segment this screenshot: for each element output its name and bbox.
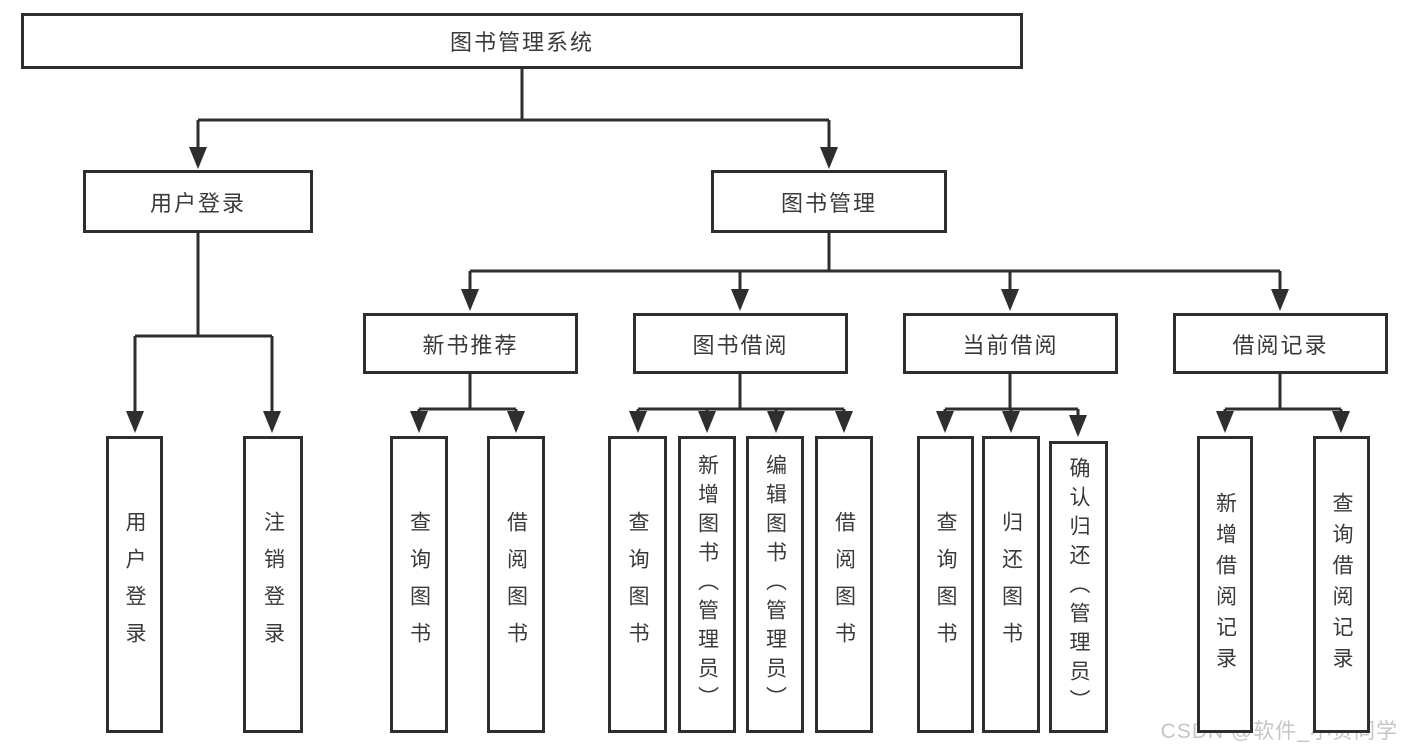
leaf-cu-return-books-label: 归还图书 (999, 510, 1023, 659)
leaf-rc-add-record-label: 新增借阅记录 (1213, 491, 1237, 678)
leaf-cu-return-books: 归还图书 (982, 436, 1040, 733)
leaf-rc-query-record-label: 查询借阅记录 (1330, 491, 1353, 678)
leaf-cu-confirm-return-admin: 确认归还（管理员） (1049, 441, 1108, 733)
leaf-user-login-label: 用户登录 (123, 510, 146, 659)
node-new-book-recommend: 新书推荐 (363, 313, 578, 374)
leaf-user-login: 用户登录 (106, 436, 163, 733)
leaf-cu-confirm-return-admin-label: 确认归还（管理员） (1067, 456, 1090, 718)
leaf-bw-query-books-label: 查询图书 (626, 510, 649, 659)
node-borrowing-records: 借阅记录 (1173, 313, 1388, 374)
leaf-bw-borrow-books: 借阅图书 (815, 436, 873, 733)
leaf-bw-add-books-admin-label: 新增图书（管理员） (695, 454, 719, 715)
leaf-logout: 注销登录 (243, 436, 303, 733)
leaf-bw-borrow-books-label: 借阅图书 (832, 510, 856, 659)
node-book-management: 图书管理 (711, 170, 947, 233)
leaf-bw-add-books-admin: 新增图书（管理员） (678, 436, 736, 733)
leaf-bw-edit-books-admin-label: 编辑图书（管理员） (763, 454, 787, 715)
leaf-nb-query-books-label: 查询图书 (407, 510, 431, 659)
leaf-nb-borrow-books-label: 借阅图书 (504, 510, 528, 659)
node-current-borrowing: 当前借阅 (903, 313, 1118, 374)
node-book-borrowing: 图书借阅 (633, 313, 848, 374)
leaf-nb-query-books: 查询图书 (390, 436, 448, 733)
leaf-cu-query-books-label: 查询图书 (934, 510, 957, 659)
leaf-logout-label: 注销登录 (261, 510, 285, 659)
leaf-rc-query-record: 查询借阅记录 (1313, 436, 1370, 733)
leaf-rc-add-record: 新增借阅记录 (1197, 436, 1253, 733)
node-user-login: 用户登录 (83, 170, 313, 233)
leaf-nb-borrow-books: 借阅图书 (487, 436, 545, 733)
leaf-bw-edit-books-admin: 编辑图书（管理员） (746, 436, 804, 733)
leaf-bw-query-books: 查询图书 (608, 436, 667, 733)
leaf-cu-query-books: 查询图书 (917, 436, 974, 733)
node-root: 图书管理系统 (21, 13, 1023, 69)
